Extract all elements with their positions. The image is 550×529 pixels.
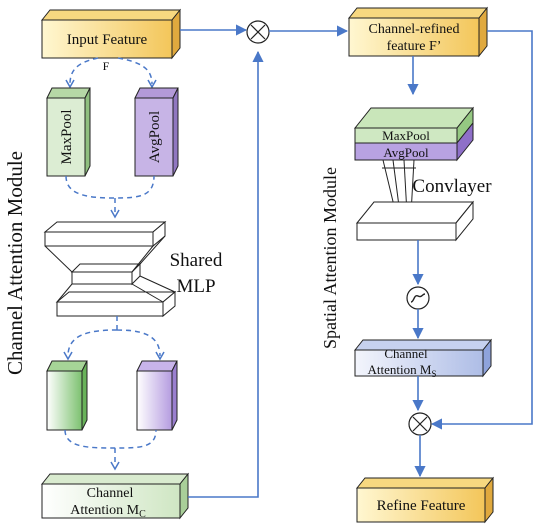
merge-connector-top: [65, 175, 155, 214]
refine-feature-label: Refine Feature: [377, 498, 466, 514]
mc-to-multiply-arrow: [188, 50, 264, 498]
input-feature-sub: F: [103, 59, 110, 73]
input-feature-label: Input Feature: [67, 32, 148, 48]
mlp-label-line2: MLP: [176, 276, 215, 297]
avgpool-label-left: AvgPool: [147, 111, 163, 163]
channel-attention-mc-box: Channel Attention MC: [40, 472, 190, 520]
purple-attention-bar: [136, 360, 178, 431]
maxpool-label-left: MaxPool: [59, 109, 75, 164]
maxpool-label-right: MaxPool: [382, 128, 430, 143]
conv-output-slab: [355, 200, 475, 242]
mc-label-line1: Channel: [87, 486, 134, 501]
refine-feature-box: Refine Feature: [355, 476, 495, 524]
input-feature-box: Input Feature: [40, 8, 182, 60]
pool-slabs-right: MaxPool AvgPool: [353, 106, 475, 162]
refined-to-bottom-multiply-arrow: [430, 30, 533, 430]
refined-label-line2: feature F’: [387, 39, 442, 54]
avgpool-label-right: AvgPool: [383, 145, 429, 160]
refined-label-line1: Channel-refined: [369, 22, 460, 37]
sigmoid-icon: [406, 286, 430, 310]
spatial-attention-ms-box: Channel Attention MS: [353, 338, 493, 379]
mc-label-main: Attention M: [70, 503, 139, 518]
channel-module-label: Channel Attention Module: [3, 151, 27, 375]
ms-label-line1: Channel: [384, 346, 428, 361]
ms-label-main: Attention M: [368, 362, 432, 377]
convlayer-label: Convlayer: [412, 176, 492, 197]
mc-label-sub: C: [139, 509, 146, 520]
spatial-module-label: Spatial Attention Module: [320, 167, 340, 349]
shared-mlp: [43, 220, 177, 318]
mc-label-line2: Attention MC: [70, 503, 146, 520]
multiply-icon: [246, 20, 270, 44]
multiply-icon-bottom: [408, 412, 432, 436]
mlp-label-line1: Shared: [170, 250, 223, 271]
split-connector: [69, 57, 153, 85]
ms-label-line2: Attention MS: [368, 362, 437, 379]
ms-label-sub: S: [431, 369, 436, 379]
merge-connector-bottom: [64, 429, 157, 466]
green-attention-bar: [46, 360, 88, 431]
avgpool-block-left: AvgPool: [134, 87, 179, 177]
split-connector-mlp: [67, 316, 161, 357]
channel-refined-feature-box: Channel-refined feature F’: [347, 6, 489, 58]
maxpool-block-left: MaxPool: [46, 87, 91, 177]
